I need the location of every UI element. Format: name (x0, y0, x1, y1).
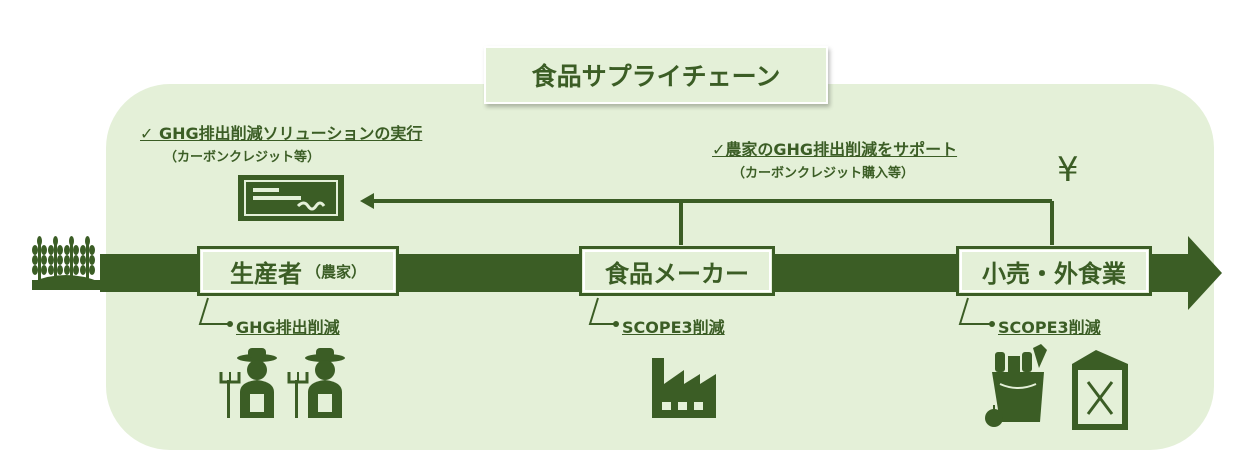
grocery-bag-icon (985, 344, 1047, 427)
ghg-solution-note: ✓ GHG排出削減ソリューションの実行 (140, 124, 423, 143)
page-title: 食品サプライチェーン (484, 46, 828, 104)
farmer-icon (219, 348, 345, 418)
factory-icon (652, 358, 716, 418)
stage-retail-label: 小売・外食業 (982, 259, 1126, 288)
support-flow-arrowhead (360, 193, 374, 209)
manufacturer-connector (588, 297, 614, 325)
support-note: ✓農家のGHG排出削減をサポート (712, 140, 958, 159)
menu-icon (1072, 350, 1128, 430)
support-subnote: （カーボンクレジット購入等） (732, 166, 915, 181)
stage-manufacturer-label: 食品メーカー (605, 259, 749, 288)
support-flow-arrow (372, 199, 1054, 245)
stage-producer-label: 生産者 (229, 259, 302, 288)
stage-producer: 生産者 （農家） (197, 246, 399, 296)
certificate-icon (238, 175, 344, 221)
ghg-solution-subnote: （カーボンクレジット等） (164, 150, 321, 165)
manufacturer-scope3-note: SCOPE3削減 (622, 318, 725, 337)
producer-connector (198, 297, 228, 325)
yen-icon: ¥ (1057, 150, 1079, 190)
wheat-icon (32, 236, 100, 290)
retail-scope3-note: SCOPE3削減 (998, 318, 1101, 337)
stage-producer-sub: （農家） (305, 262, 366, 281)
retail-connector (958, 297, 990, 325)
stage-retail: 小売・外食業 (956, 246, 1152, 296)
producer-ghg-note: GHG排出削減 (236, 318, 340, 337)
stage-manufacturer: 食品メーカー (579, 246, 775, 296)
main-arrow-head (1188, 236, 1222, 310)
